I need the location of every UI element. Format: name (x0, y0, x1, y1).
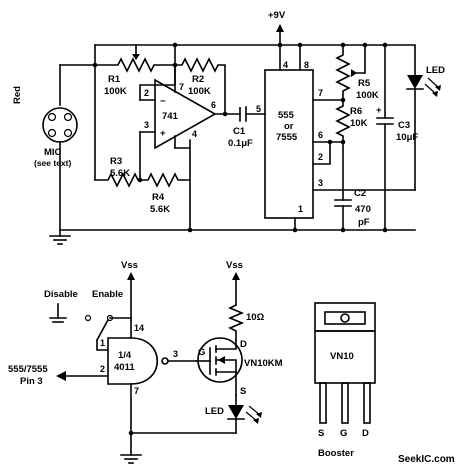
svg-text:7555: 7555 (276, 132, 298, 143)
svg-text:6: 6 (318, 130, 323, 140)
svg-text:10K: 10K (350, 118, 368, 129)
svg-text:D: D (240, 339, 247, 350)
svg-text:S: S (318, 428, 324, 439)
svg-text:VN10KM: VN10KM (244, 358, 283, 369)
svg-text:R4: R4 (152, 192, 165, 203)
booster-package-vn10: VN10 S G D Booster (314, 302, 376, 459)
svg-text:Pin 3: Pin 3 (20, 376, 43, 387)
resistor-r4: R4 5.6K (139, 172, 191, 215)
svg-text:4011: 4011 (114, 362, 135, 373)
svg-text:Enable: Enable (92, 289, 123, 300)
resistor-10-ohm: 10Ω (227, 303, 265, 341)
svg-text:D: D (362, 428, 369, 439)
svg-text:0.1μF: 0.1μF (228, 138, 253, 149)
mosfet-vn10km: G D S VN10KM (195, 337, 283, 397)
watermark: SeekIC.com (398, 454, 455, 465)
svg-text:R1: R1 (108, 74, 121, 85)
svg-text:MIC: MIC (44, 147, 62, 158)
svg-text:Vss: Vss (226, 260, 243, 271)
supply-9v: +9V (268, 10, 286, 48)
svg-text:+: + (160, 128, 166, 139)
switch-disable-enable: Disable Enable (44, 289, 132, 351)
svg-text:470: 470 (355, 204, 371, 215)
svg-text:Red: Red (12, 86, 23, 104)
svg-text:5.6K: 5.6K (110, 168, 130, 179)
capacitor-c2: C2 470 pF (334, 188, 371, 231)
resistor-r5: R5 100K (335, 44, 379, 101)
svg-text:7: 7 (318, 88, 323, 98)
svg-text:555/7555: 555/7555 (8, 364, 48, 375)
svg-text:4: 4 (192, 129, 197, 139)
svg-text:VN10: VN10 (330, 351, 354, 362)
resistor-r6: R6 10K (335, 99, 368, 143)
svg-text:555: 555 (278, 110, 295, 121)
svg-text:LED: LED (426, 65, 445, 76)
svg-text:6: 6 (211, 100, 216, 110)
svg-text:3: 3 (144, 120, 149, 130)
svg-text:741: 741 (162, 111, 179, 122)
svg-text:7: 7 (179, 82, 184, 92)
resistor-r3: R3 5.6K (94, 156, 143, 188)
svg-text:R2: R2 (192, 74, 204, 85)
svg-text:G: G (198, 347, 205, 358)
svg-text:2: 2 (318, 152, 323, 162)
opamp-741: 741 2 3 7 4 6 − + (139, 44, 241, 150)
svg-text:LED: LED (205, 406, 224, 417)
input-555-pin3: 555/7555 Pin 3 (8, 364, 109, 387)
svg-text:Booster: Booster (318, 448, 354, 459)
svg-text:8: 8 (304, 60, 309, 70)
svg-text:R6: R6 (350, 106, 362, 117)
svg-text:C2: C2 (354, 188, 366, 199)
svg-text:C3: C3 (398, 120, 410, 131)
svg-text:14: 14 (134, 323, 144, 333)
nand-gate-4011: 1/4 4011 14 7 1 2 3 (100, 319, 197, 456)
svg-text:100K: 100K (188, 86, 211, 97)
svg-text:C1: C1 (233, 126, 246, 137)
svg-text:2: 2 (100, 364, 105, 374)
svg-text:1: 1 (298, 204, 303, 214)
supply-vss-1: Vss (121, 260, 138, 321)
resistor-r1: R1 100K (94, 44, 176, 97)
svg-text:−: − (160, 96, 166, 107)
svg-text:1: 1 (100, 338, 105, 348)
svg-text:100K: 100K (356, 90, 379, 101)
svg-text:G: G (340, 428, 347, 439)
svg-text:(see text): (see text) (34, 158, 71, 168)
ground-symbol (49, 229, 71, 245)
svg-text:3: 3 (318, 178, 323, 188)
svg-text:10Ω: 10Ω (246, 312, 265, 323)
svg-text:S: S (240, 386, 246, 397)
microphone-symbol: MIC (see text) (34, 107, 78, 231)
svg-text:3: 3 (173, 349, 178, 359)
svg-text:5.6K: 5.6K (150, 204, 170, 215)
capacitor-c3: + C3 10μF (376, 44, 418, 231)
timer-555: 555 or 7555 4 8 5 7 6 2 3 1 (256, 42, 323, 231)
svg-text:7: 7 (134, 386, 139, 396)
svg-text:R5: R5 (358, 78, 371, 89)
svg-text:2: 2 (144, 88, 149, 98)
svg-text:1/4: 1/4 (118, 350, 132, 361)
supply-vss-2: Vss (226, 260, 243, 306)
svg-text:pF: pF (358, 217, 370, 228)
svg-text:R3: R3 (110, 156, 122, 167)
ground-symbol-bottom (120, 454, 142, 464)
capacitor-c1: C1 0.1μF (228, 106, 266, 149)
svg-text:+9V: +9V (268, 10, 286, 21)
svg-text:5: 5 (256, 104, 261, 114)
svg-text:4: 4 (283, 60, 288, 70)
svg-text:10μF: 10μF (396, 132, 418, 143)
led-bottom: LED (205, 394, 262, 434)
svg-text:Disable: Disable (44, 289, 78, 300)
svg-text:Vss: Vss (121, 260, 138, 271)
led-top: LED (406, 65, 445, 191)
svg-text:+: + (376, 105, 382, 116)
svg-text:or: or (284, 121, 294, 132)
svg-text:100K: 100K (104, 86, 127, 97)
